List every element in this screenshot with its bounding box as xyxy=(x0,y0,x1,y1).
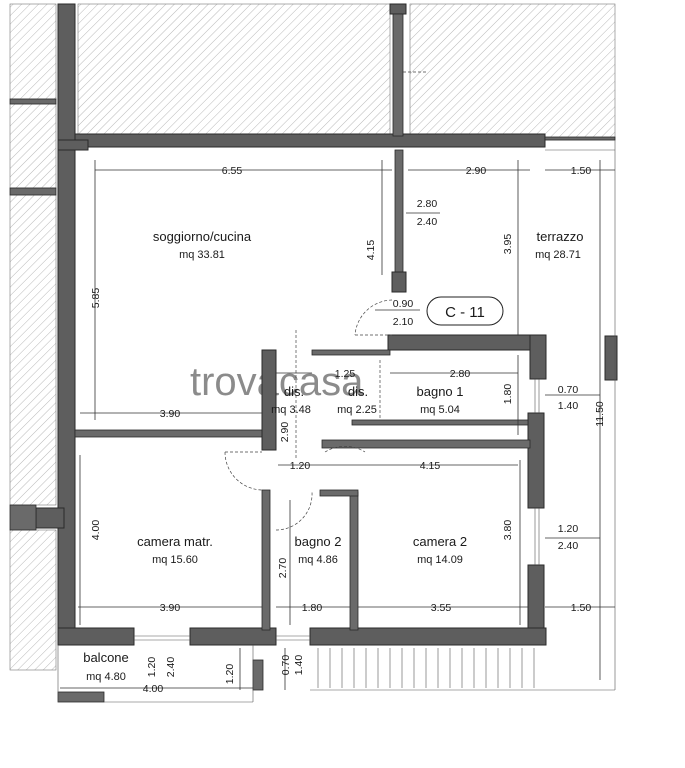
room-terrazzo-area: mq 28.71 xyxy=(535,249,581,261)
watermark-text: trovacasa xyxy=(190,360,364,404)
room-terrazzo-name: terrazzo xyxy=(537,229,584,244)
room-camera-matr-area: mq 15.60 xyxy=(152,554,198,566)
detail-lines xyxy=(57,71,616,703)
dim-label: 3.90 xyxy=(160,408,181,420)
unit-label-box xyxy=(426,296,504,326)
dim-label: 2.10 xyxy=(393,316,414,328)
doors xyxy=(224,299,393,531)
room-dis1-area: mq 3.48 xyxy=(271,404,311,416)
dim-label: 1.40 xyxy=(293,655,305,676)
dim-label: 4.00 xyxy=(143,683,164,695)
dim-label: 1.50 xyxy=(571,602,592,614)
dim-label: 1.50 xyxy=(571,165,592,177)
dim-label: 2.40 xyxy=(417,216,438,228)
dim-label: 1.25 xyxy=(335,368,356,380)
room-dis1-name: dis. xyxy=(284,384,304,399)
room-balcone-area: mq 4.80 xyxy=(86,671,126,683)
dim-label: 1.40 xyxy=(558,400,579,412)
dim-label: 11.50 xyxy=(594,401,606,427)
room-bagno1-name: bagno 1 xyxy=(417,384,464,399)
dim-label: 1.20 xyxy=(290,460,311,472)
dim-label: 0.90 xyxy=(393,298,414,310)
room-balcone-name: balcone xyxy=(83,650,129,665)
dim-label: 2.40 xyxy=(165,657,177,678)
room-bagno2-name: bagno 2 xyxy=(295,534,342,549)
room-dis2-name: dis. xyxy=(348,384,368,399)
room-camera2-name: camera 2 xyxy=(413,534,467,549)
walls xyxy=(9,3,618,703)
dim-label: 1.20 xyxy=(558,523,579,535)
room-dis2-area: mq 2.25 xyxy=(337,404,377,416)
dim-label: 1.80 xyxy=(302,602,323,614)
dim-label: 3.55 xyxy=(431,602,452,614)
dim-label: 2.80 xyxy=(417,198,438,210)
room-soggiorno-area: mq 33.81 xyxy=(179,249,225,261)
room-soggiorno-name: soggiorno/cucina xyxy=(153,229,252,244)
room-bagno2-area: mq 4.86 xyxy=(298,554,338,566)
unit-label: C - 11 xyxy=(445,304,485,321)
dim-label: 2.90 xyxy=(279,422,291,443)
dim-label: 4.15 xyxy=(420,460,441,472)
room-camera2-area: mq 14.09 xyxy=(417,554,463,566)
dim-label: 3.95 xyxy=(502,234,514,255)
dim-label: 0.70 xyxy=(280,655,292,676)
dim-label: 4.00 xyxy=(90,520,102,541)
dim-label: 6.55 xyxy=(222,165,243,177)
dim-label: 5.85 xyxy=(90,288,102,309)
dim-label: 2.90 xyxy=(466,165,487,177)
dim-label: 3.90 xyxy=(160,602,181,614)
dimension-labels: 6.55 2.90 1.50 2.80 2.40 4.15 3.95 5.85 … xyxy=(90,165,606,695)
room-camera-matr-name: camera matr. xyxy=(137,534,213,549)
dim-label: 1.20 xyxy=(224,664,236,685)
dim-label: 3.80 xyxy=(502,520,514,541)
dim-label: 4.15 xyxy=(365,240,377,261)
dim-label: 0.70 xyxy=(558,384,579,396)
dim-label: 1.20 xyxy=(146,657,158,678)
room-bagno1-area: mq 5.04 xyxy=(420,404,460,416)
dim-label: 2.70 xyxy=(277,558,289,579)
dimension-lines xyxy=(60,160,615,690)
room-labels: soggiorno/cucina mq 33.81 terrazzo mq 28… xyxy=(83,229,583,683)
dim-label: 1.80 xyxy=(502,384,514,405)
dim-label: 2.40 xyxy=(558,540,579,552)
dim-label: 2.80 xyxy=(450,368,471,380)
exterior-hatching xyxy=(9,3,616,671)
